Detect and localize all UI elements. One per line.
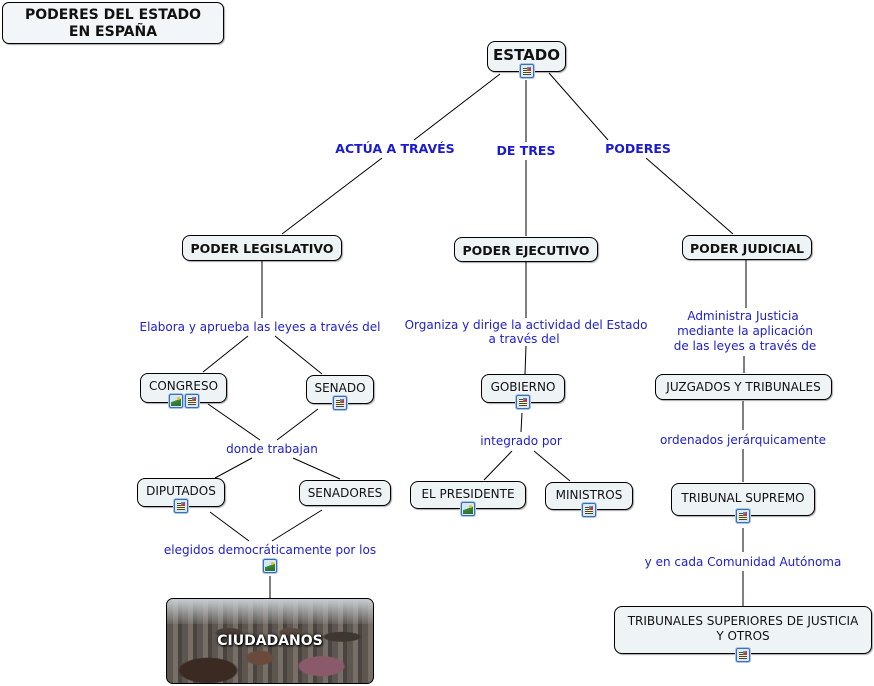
edge <box>209 511 250 542</box>
edge <box>533 450 571 482</box>
concept-poder-ejecutivo[interactable]: PODER EJECUTIVO <box>454 237 598 262</box>
link-poderes: PODERES <box>605 141 671 156</box>
edge <box>281 157 383 235</box>
concept-el-presidente[interactable]: EL PRESIDENTE <box>410 481 526 516</box>
image-icon[interactable] <box>263 559 277 573</box>
concept-label-line1: TRIBUNALES SUPERIORES DE JUSTICIA <box>627 614 859 628</box>
edge <box>214 457 253 479</box>
concept-label: ESTADO <box>493 46 560 64</box>
concept-senadores[interactable]: SENADORES <box>299 480 391 506</box>
link-ordenados: ordenados jerárquicamente <box>659 433 827 447</box>
edge <box>483 450 513 481</box>
link-administra-line1: Administra Justicia <box>687 309 799 323</box>
link-actua-a-traves: ACTÚA A TRAVÉS <box>335 141 455 156</box>
concept-label: PODER LEGISLATIVO <box>190 241 334 256</box>
link-de-tres: DE TRES <box>496 143 556 158</box>
document-icon[interactable] <box>333 396 347 410</box>
edge <box>274 335 323 375</box>
concept-tribunales-superiores[interactable]: TRIBUNALES SUPERIORES DE JUSTICIA Y OTRO… <box>614 606 872 662</box>
link-organiza-line2: a través del <box>488 332 560 346</box>
edge <box>292 457 341 480</box>
document-icon[interactable] <box>736 648 750 662</box>
link-elegidos: elegidos democráticamente por los <box>163 543 377 557</box>
document-icon[interactable] <box>519 64 534 78</box>
image-icon[interactable] <box>168 394 183 408</box>
concept-congreso[interactable]: CONGRESO <box>140 373 227 408</box>
edge <box>645 157 734 235</box>
edge <box>548 72 609 141</box>
image-icon[interactable] <box>461 502 475 516</box>
concept-label: PODER JUDICIAL <box>690 241 804 256</box>
concept-juzgados-y-tribunales[interactable]: JUZGADOS Y TRIBUNALES <box>655 374 832 400</box>
concept-label: CIUDADANOS <box>217 633 323 649</box>
document-icon[interactable] <box>736 509 750 523</box>
concept-label: TRIBUNAL SUPREMO <box>681 491 805 505</box>
link-organiza-line1: Organiza y dirige la actividad del Estad… <box>404 318 648 332</box>
concept-diputados[interactable]: DIPUTADOS <box>137 478 225 513</box>
document-icon[interactable] <box>184 394 199 408</box>
map-title-text: PODERES DEL ESTADO EN ESPAÑA <box>24 7 202 40</box>
concept-estado[interactable]: ESTADO <box>487 41 566 78</box>
document-icon[interactable] <box>174 499 188 513</box>
link-integrado-por: integrado por <box>480 434 562 448</box>
link-comunidad-autonoma: y en cada Comunidad Autónoma <box>644 555 842 569</box>
edge <box>524 345 527 375</box>
edge <box>271 509 323 542</box>
concept-ciudadanos[interactable]: CIUDADANOS <box>166 598 374 684</box>
concept-tribunal-supremo[interactable]: TRIBUNAL SUPREMO <box>671 483 815 523</box>
edge <box>413 73 501 141</box>
concept-label: SENADORES <box>307 486 383 500</box>
concept-gobierno[interactable]: GOBIERNO <box>481 374 565 409</box>
concept-label: EL PRESIDENTE <box>421 487 515 501</box>
concept-label: MINISTROS <box>555 488 623 502</box>
concept-senado[interactable]: SENADO <box>306 375 374 410</box>
concept-label: JUZGADOS Y TRIBUNALES <box>666 380 821 394</box>
concept-poder-legislativo[interactable]: PODER LEGISLATIVO <box>182 235 342 261</box>
map-title: PODERES DEL ESTADO EN ESPAÑA <box>2 2 224 44</box>
edge <box>202 335 249 373</box>
link-elabora: Elabora y aprueba las leyes a través del <box>139 320 381 334</box>
concept-label: SENADO <box>314 381 366 395</box>
edge <box>520 412 523 433</box>
link-administra-line3: de las leyes a través de <box>673 339 817 353</box>
link-donde-trabajan: donde trabajan <box>226 442 318 456</box>
link-administra-line2: mediante la aplicación <box>677 324 813 338</box>
concept-label-line2: Y OTROS <box>716 629 770 643</box>
concept-poder-judicial[interactable]: PODER JUDICIAL <box>682 235 812 260</box>
document-icon[interactable] <box>582 503 596 517</box>
edge <box>207 403 261 441</box>
concept-label: PODER EJECUTIVO <box>462 243 590 258</box>
concept-label: GOBIERNO <box>490 380 556 394</box>
concept-ministros[interactable]: MINISTROS <box>545 482 633 517</box>
document-icon[interactable] <box>516 395 530 409</box>
edge <box>276 408 319 441</box>
concept-label: CONGRESO <box>148 379 219 393</box>
concept-label: DIPUTADOS <box>146 484 216 498</box>
